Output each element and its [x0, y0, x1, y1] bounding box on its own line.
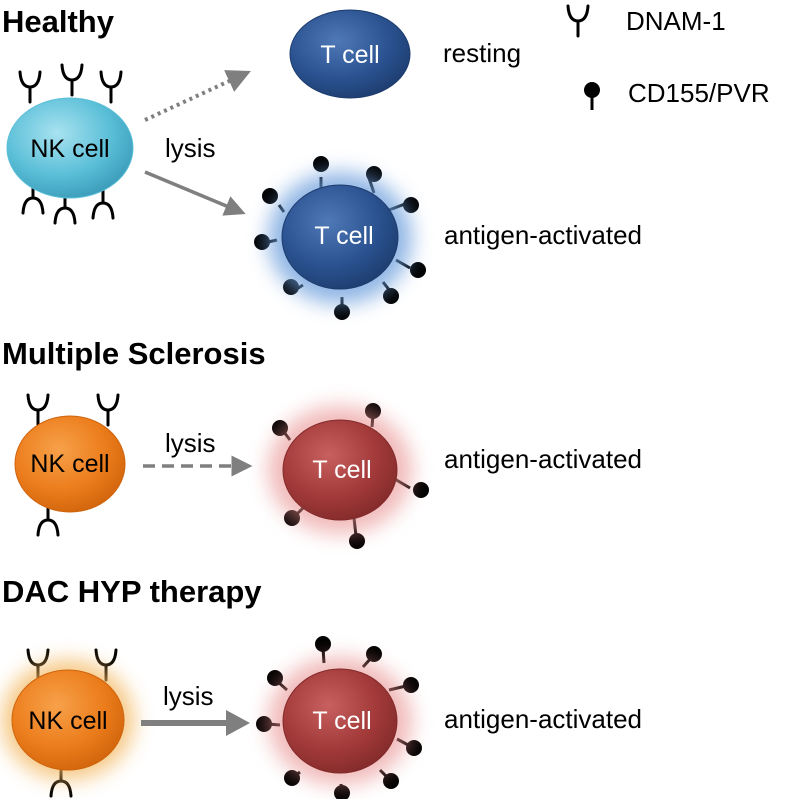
- panel-title-healthy: Healthy: [2, 4, 115, 39]
- legend: DNAM-1 CD155/PVR: [566, 4, 770, 110]
- panel-healthy: Healthy NK cell T cell resting lysis: [2, 4, 642, 320]
- t-cell-activated-dac: [282, 668, 398, 774]
- arrow-no-lysis-resting: [144, 70, 251, 122]
- resting-state-label: resting: [443, 38, 521, 68]
- antigen-activated-label-dac: antigen-activated: [444, 704, 642, 734]
- t-cell-ms-label: T cell: [312, 456, 371, 484]
- t-cell-activated-ms: [282, 419, 398, 521]
- legend-ligand-label: CD155/PVR: [628, 78, 770, 108]
- t-cell-activated-healthy-label: T cell: [314, 222, 373, 250]
- arrow-lysis-healthy: [144, 170, 246, 216]
- lysis-label-ms: lysis: [165, 428, 216, 458]
- dnam1-receptors-ms: [26, 393, 120, 537]
- nk-cell-ms: [14, 415, 126, 513]
- lollipop-ligand-icon: [584, 82, 600, 110]
- t-cell-activated-healthy: [281, 184, 399, 290]
- arrow-lysis-dac-head: [226, 710, 250, 736]
- y-receptor-icon: [566, 4, 590, 38]
- panel-multiple-sclerosis: Multiple Sclerosis NK cell lysis T cell: [2, 336, 642, 549]
- t-cell-resting-label: T cell: [320, 41, 379, 69]
- t-cell-dac-label: T cell: [312, 707, 371, 735]
- legend-receptor-label: DNAM-1: [626, 6, 726, 36]
- lysis-label-healthy: lysis: [165, 133, 216, 163]
- nk-cell-healthy: [6, 97, 134, 199]
- antigen-activated-label-ms: antigen-activated: [444, 444, 642, 474]
- lysis-label-dac: lysis: [163, 681, 214, 711]
- nk-cell-healthy-label: NK cell: [30, 135, 109, 163]
- antigen-activated-label-healthy: antigen-activated: [444, 220, 642, 250]
- panel-dac-hyp-therapy: DAC HYP therapy NK cell lysis: [2, 574, 642, 799]
- nk-cell-ms-label: NK cell: [30, 450, 109, 478]
- nk-cell-dac: [11, 669, 125, 771]
- cd155-ligand-heads-healthy: [254, 156, 426, 320]
- nk-cell-dac-label: NK cell: [28, 707, 107, 735]
- panel-title-dac: DAC HYP therapy: [2, 574, 262, 609]
- t-cell-resting: [289, 9, 411, 99]
- cd155-ligand-heads-dac: [256, 636, 422, 799]
- panel-title-ms: Multiple Sclerosis: [2, 336, 266, 371]
